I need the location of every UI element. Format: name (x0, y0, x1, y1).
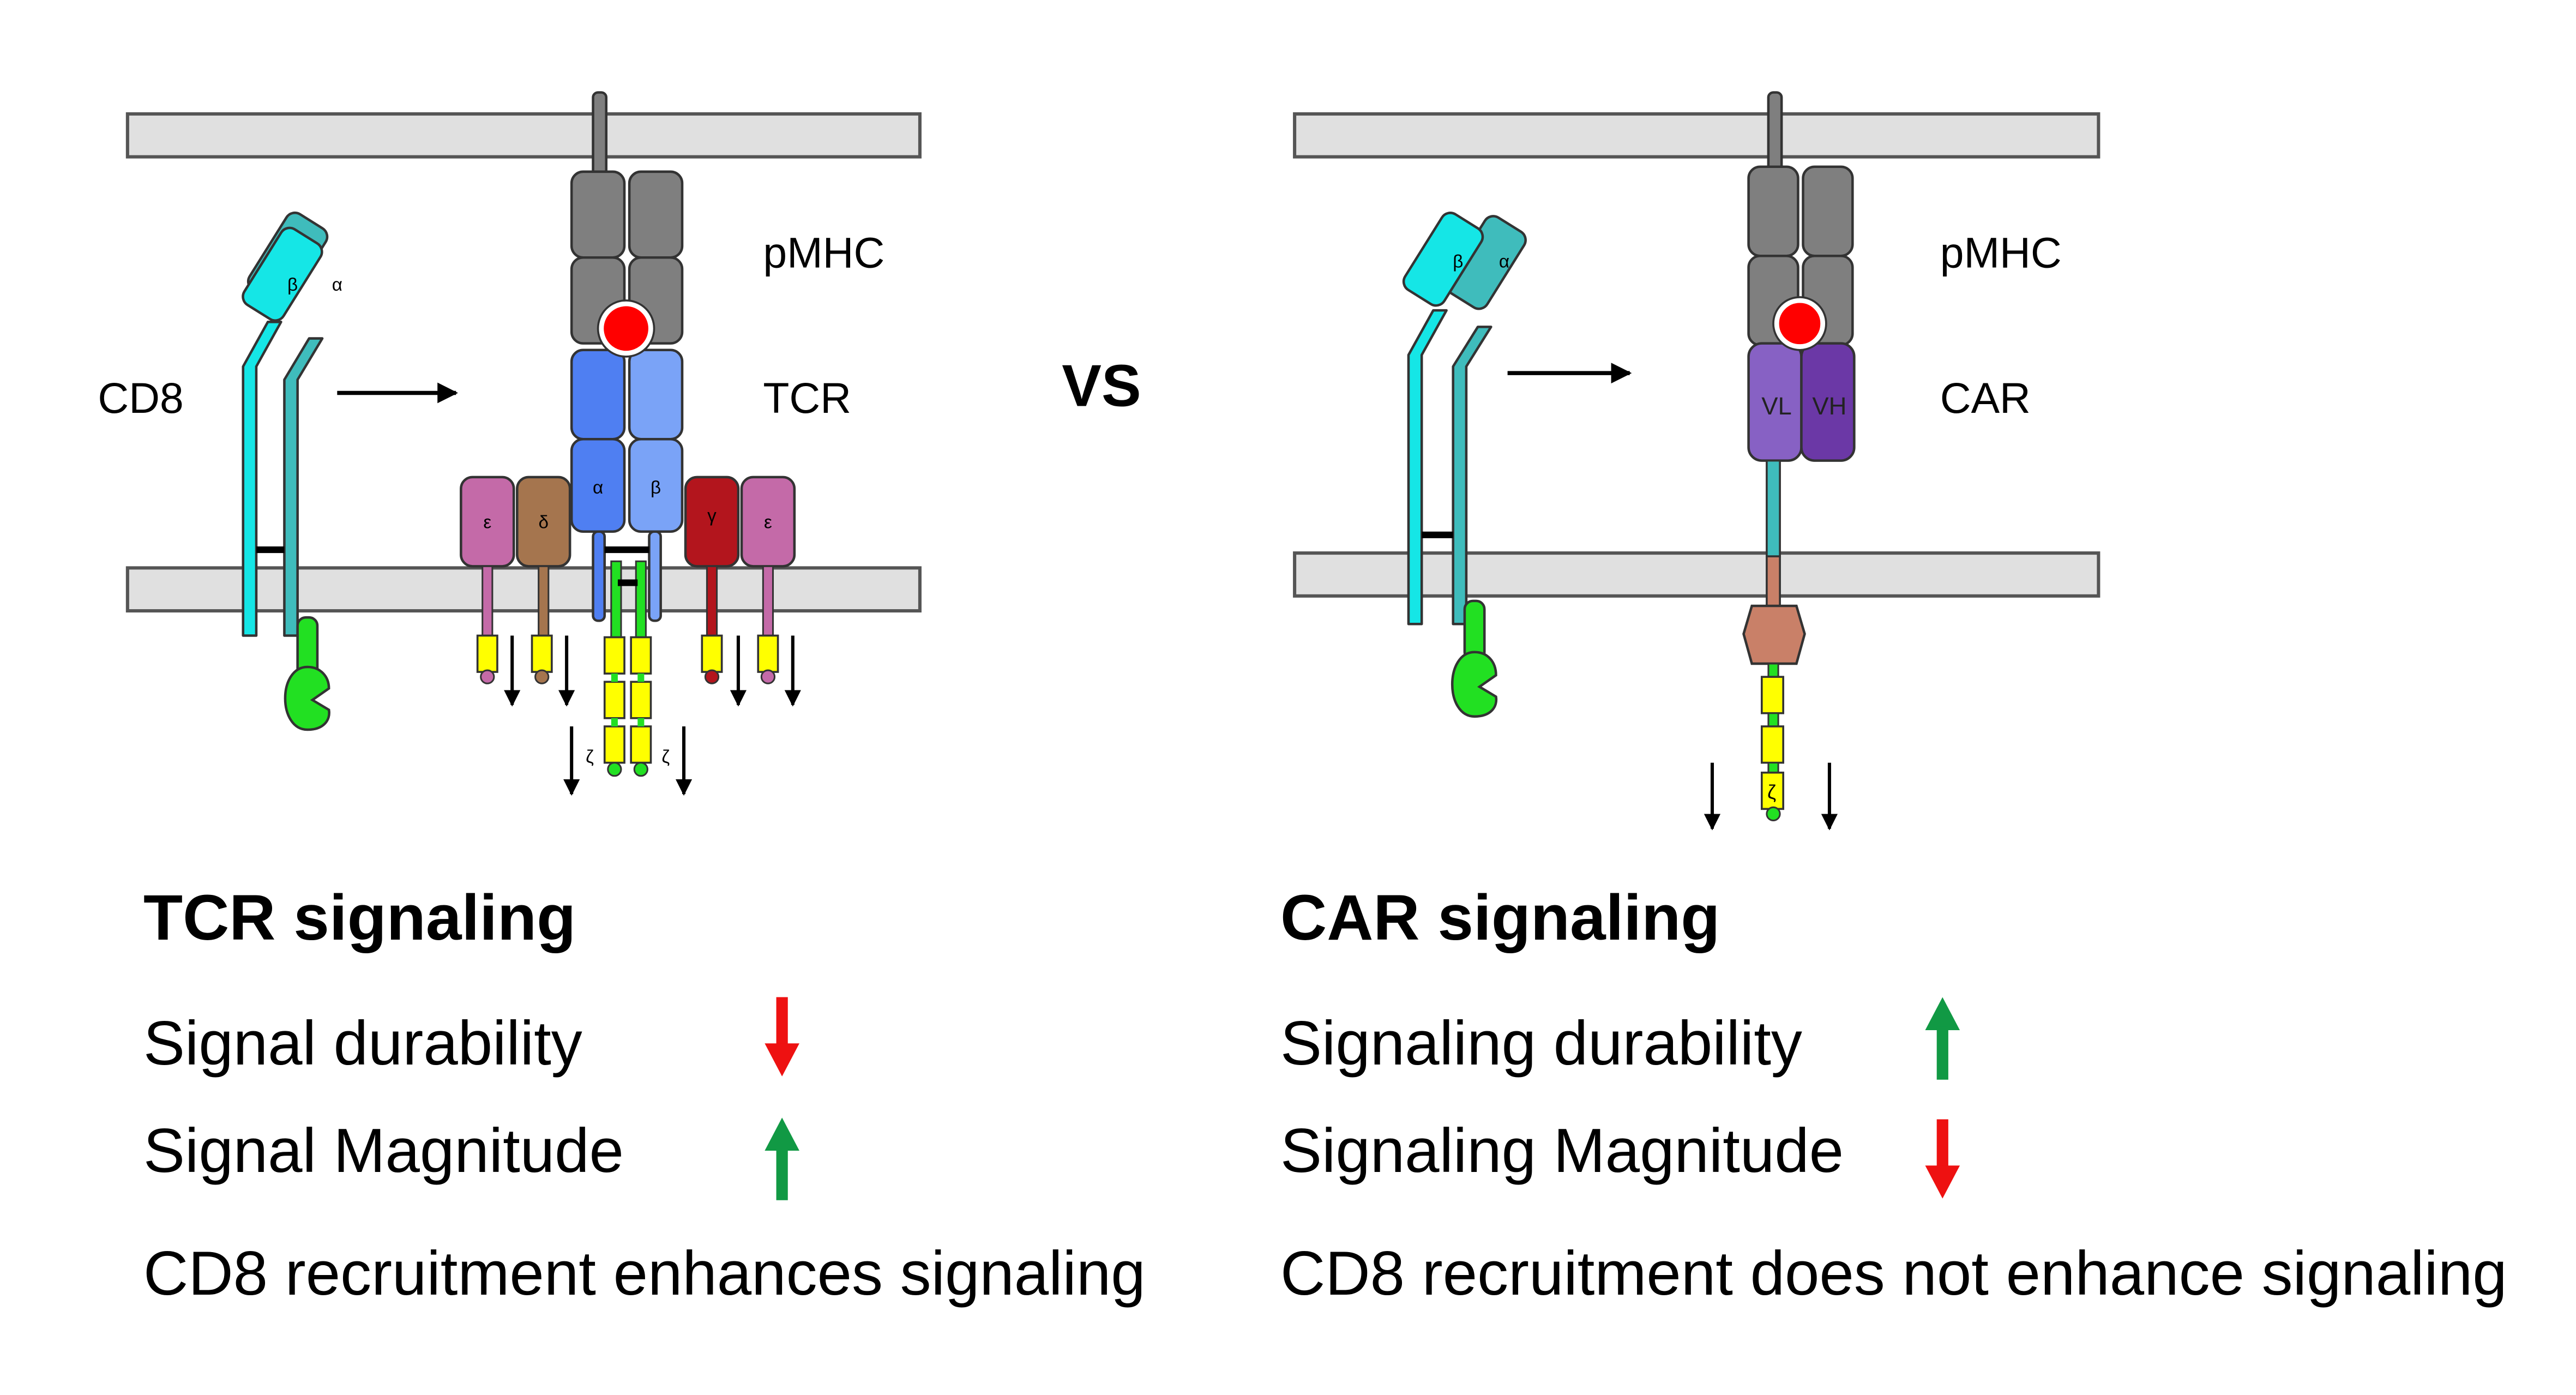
left-magnitude-up-arrow (765, 1117, 799, 1200)
right-magnitude-down-arrow (1925, 1119, 1960, 1199)
zeta-1-label: ζ (586, 747, 594, 767)
car-magnitude-row: Signaling Magnitude (1280, 1116, 1844, 1186)
lower-membrane-right (1293, 551, 2100, 598)
cd3-epsilon-2-label: ε (764, 513, 772, 533)
vs-label: VS (1062, 353, 1141, 419)
vl-label: VL (1761, 392, 1792, 420)
car-durability-row: Signaling durability (1280, 1009, 1802, 1078)
car-diagram: β α VL VH ζ pMHC CAR (1293, 91, 2100, 831)
cd8-alpha-label-right: α (1499, 251, 1509, 272)
car-costimulatory-domain (1742, 604, 1806, 665)
mhc-stalk (592, 91, 608, 177)
cd8-coreceptor-right (1402, 212, 1527, 718)
trend-arrows (765, 997, 1960, 1200)
tcr-alpha-chain (570, 348, 626, 622)
lower-membrane (125, 566, 922, 613)
pmhc-label-right: pMHC (1940, 229, 2062, 276)
cd3-epsilon-1-label: ε (483, 513, 491, 533)
cd3-gamma-label: γ (707, 506, 717, 526)
left-durability-down-arrow (765, 997, 799, 1077)
upper-membrane (125, 112, 922, 159)
cd3-epsilon-1 (460, 476, 515, 684)
zeta-chain-2 (630, 560, 652, 777)
peptide-circle (599, 301, 654, 356)
cd8-alpha-label: α (332, 275, 342, 295)
right-durability-up-arrow (1925, 997, 1960, 1080)
car-signaling-heading: CAR signaling (1280, 882, 1720, 954)
cd8-coreceptor-left (242, 211, 330, 731)
tcr-label: TCR (763, 374, 851, 422)
signal-arrows-left (504, 635, 801, 796)
car-zeta-label: ζ (1767, 781, 1776, 803)
car-hinge (1766, 459, 1781, 557)
tcr-magnitude-row: Signal Magnitude (143, 1116, 624, 1186)
mhc-stalk-right (1767, 91, 1783, 177)
pmhc-label-left: pMHC (763, 229, 884, 276)
zeta-chain-1 (603, 560, 625, 777)
cd3-delta (516, 476, 571, 684)
tcr-signaling-heading: TCR signaling (143, 882, 576, 954)
tcr-durability-row: Signal durability (143, 1009, 582, 1078)
cd8-label-left: CD8 (98, 374, 183, 422)
tcr-beta-chain (628, 348, 684, 622)
cd3-gamma (684, 476, 740, 684)
zeta-2-label: ζ (661, 747, 670, 767)
tcr-conclusion: CD8 recruitment enhances signaling (143, 1239, 1146, 1308)
cd3-delta-label: δ (538, 513, 549, 533)
car-transmembrane (1766, 555, 1781, 607)
cd3-epsilon-2 (740, 476, 796, 684)
peptide-circle-right (1774, 298, 1826, 350)
car-zeta-chain (1760, 663, 1784, 822)
tcr-diagram: β α α β ε δ γ ε ζ ζ CD8 pMHC TCR (98, 91, 922, 796)
tcr-beta-label: β (651, 478, 661, 498)
cd8-beta-label-right: β (1453, 251, 1463, 272)
signal-arrows-right (1704, 762, 1838, 831)
car-label: CAR (1940, 374, 2031, 422)
car-vh-domain (1800, 342, 1856, 462)
car-conclusion: CD8 recruitment does not enhance signali… (1280, 1239, 2507, 1308)
upper-membrane-right (1293, 112, 2100, 159)
cd8-beta-label: β (287, 275, 298, 295)
tcr-alpha-label: α (593, 478, 603, 498)
vh-label: VH (1812, 392, 1846, 420)
